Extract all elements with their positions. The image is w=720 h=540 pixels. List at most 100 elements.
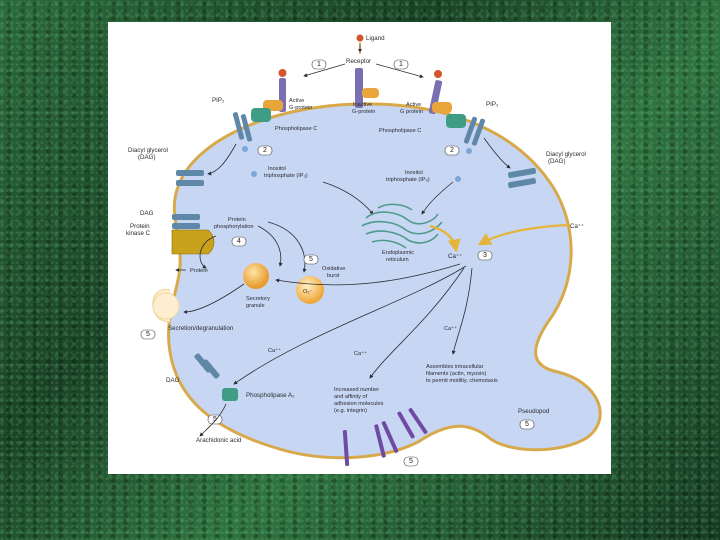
- label-dag-left-1: Diacyl glycerol: [128, 147, 168, 154]
- protein-kinase-c: [171, 229, 215, 255]
- label-cytoskeleton-2: filaments (actin, myosin): [426, 371, 486, 377]
- label-plc-right: Phospholipase C: [379, 128, 421, 134]
- label-dag-left-2: (DAG): [138, 154, 156, 161]
- label-granule-1: Secretory: [246, 296, 270, 302]
- svg-text:1: 1: [399, 61, 403, 68]
- label-pip2-left: PIP₂: [212, 97, 225, 104]
- plc-left: [251, 108, 271, 122]
- step-1-right: 1: [393, 59, 409, 70]
- cell-membrane: [167, 102, 602, 460]
- label-dag-lower: DAG: [166, 377, 180, 384]
- dag-right: [508, 167, 536, 189]
- step-5-pla2: 5: [207, 414, 223, 425]
- plc-right: [446, 114, 466, 128]
- neutrophil-activation-diagram: Ligand Receptor 1 1 Active G-protein Ina…: [126, 34, 602, 467]
- label-ip3-left-1: Inositol: [268, 166, 286, 172]
- label-ip3-right-2: triphosphate (IP₃): [386, 177, 430, 183]
- svg-text:2: 2: [263, 147, 267, 154]
- step-2-left: 2: [257, 145, 273, 156]
- label-protein-phos-2: phosphorylation: [214, 224, 254, 230]
- step-4: 4: [231, 236, 247, 247]
- label-oxidative-2: burst: [327, 273, 340, 279]
- step-5-adhesion: 5: [403, 456, 419, 467]
- label-pla2: Phospholipase A₂: [246, 392, 295, 399]
- label-adhesion-2: and affinity of: [334, 394, 368, 400]
- svg-text:3: 3: [483, 252, 487, 259]
- oxidative-burst-vesicle: [296, 276, 324, 304]
- svg-text:5: 5: [525, 421, 529, 428]
- ip3-dot: [455, 176, 461, 182]
- receptor-center: [355, 68, 363, 108]
- svg-text:1: 1: [317, 61, 321, 68]
- label-active-g-right-2: G protein: [400, 109, 423, 115]
- label-active-g-left-2: G-protein: [289, 105, 312, 111]
- pip2-right: [463, 116, 486, 146]
- label-ca-center: Ca⁺⁺: [448, 253, 462, 260]
- svg-text:2: 2: [450, 147, 454, 154]
- ca-arrow-pla2: [233, 265, 467, 385]
- ca-arrow-cytoskeleton: [451, 267, 473, 355]
- dag-lower: [194, 353, 220, 379]
- phospholipase-a2: [222, 388, 238, 401]
- label-adhesion-3: adhesion molecules: [334, 401, 384, 407]
- label-dag-right-2: (DAG): [548, 158, 566, 165]
- label-ip3-left-2: triphosphate (IP₃): [264, 173, 308, 179]
- label-inactive-g-2: G-protein: [352, 109, 375, 115]
- svg-text:5: 5: [309, 256, 313, 263]
- ca-er-arrow: [429, 224, 461, 253]
- label-pip2-right: PIP₂: [486, 101, 499, 108]
- label-er-1: Endoplasmic: [382, 250, 414, 256]
- integrins: [342, 408, 428, 466]
- label-er-2: reticulum: [386, 257, 409, 263]
- label-adhesion-1: Increased number: [334, 387, 379, 393]
- label-ca-lower: Ca⁺⁺: [354, 350, 367, 357]
- ip3-dot: [466, 148, 472, 154]
- label-ca-left: Ca⁺⁺: [268, 347, 281, 354]
- label-arachidonic: Arachidonic acid: [196, 437, 242, 444]
- label-dag-pkc: DAG: [140, 210, 154, 217]
- ip3-dot: [251, 171, 257, 177]
- label-pseudopod: Pseudopod: [518, 408, 550, 415]
- label-active-g-left-1: Active: [289, 98, 304, 104]
- endoplasmic-reticulum: [361, 203, 443, 249]
- label-ca-mid: Ca⁺⁺: [444, 325, 457, 332]
- label-ligand: Ligand: [366, 35, 385, 42]
- secretory-granule: [243, 263, 269, 289]
- label-plc-left: Phospholipase C: [275, 126, 317, 132]
- label-pkc-1: Protein: [130, 223, 150, 230]
- label-cytoskeleton-3: to permit motility, chemotaxis: [426, 378, 498, 384]
- ip3-dot: [242, 146, 248, 152]
- step-5-pseudopod: 5: [519, 419, 535, 430]
- g-protein-active-right: [432, 102, 452, 113]
- dag-pkc: [172, 214, 200, 229]
- g-protein-inactive: [362, 88, 379, 98]
- step-2-right: 2: [444, 145, 460, 156]
- label-o2: O₂⁻: [303, 289, 313, 295]
- label-ca-outside: Ca⁺⁺: [570, 223, 584, 230]
- pip2-left: [232, 112, 253, 142]
- dag-left-upper: [176, 170, 204, 186]
- label-inactive-g-1: Inactive: [353, 102, 372, 108]
- secreted-granule: [152, 292, 180, 320]
- slide-panel: Ligand Receptor 1 1 Active G-protein Ina…: [108, 22, 611, 474]
- label-active-g-right-1: Active: [406, 102, 421, 108]
- svg-text:4: 4: [237, 238, 241, 245]
- svg-text:5: 5: [213, 416, 217, 423]
- label-adhesion-4: (e.g. integrin): [334, 408, 367, 414]
- step-5-oxidative: 5: [303, 254, 319, 265]
- label-dag-right-1: Diacyl glycerol: [546, 151, 586, 158]
- ca-arrow-granule: [275, 263, 461, 286]
- step-5-secretion: 5: [140, 329, 156, 340]
- label-pkc-2: kinase C: [126, 230, 151, 237]
- step-3: 3: [477, 250, 493, 261]
- ca-influx-arrow: [477, 223, 569, 246]
- label-oxidative-1: Oxidative: [322, 266, 345, 272]
- svg-text:5: 5: [409, 458, 413, 465]
- label-receptor: Receptor: [346, 58, 371, 65]
- label-protein-phos-1: Protein: [228, 217, 246, 223]
- label-granule-2: granule: [246, 303, 265, 309]
- ca-arrow-adhesion: [369, 267, 465, 379]
- label-cytoskeleton-1: Assembles intracellular: [426, 364, 484, 370]
- step-1-left: 1: [311, 59, 327, 70]
- label-secretion: Secretion/degranulation: [168, 325, 234, 332]
